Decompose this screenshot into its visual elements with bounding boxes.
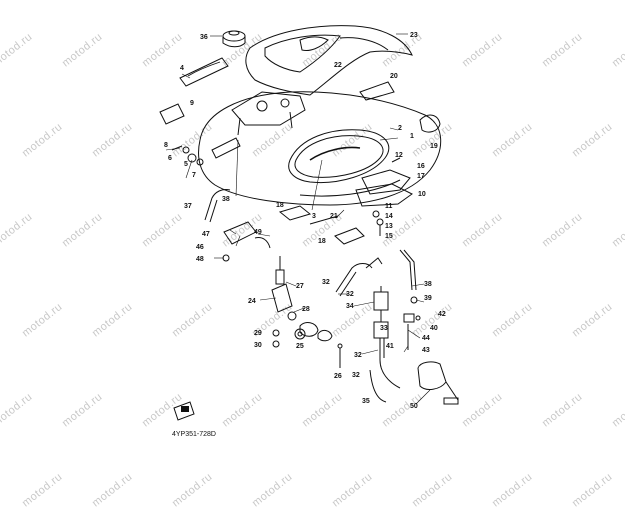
tank-mount-bracket — [231, 91, 306, 136]
callout-38-top: 38 — [222, 196, 230, 203]
callout-35: 35 — [362, 398, 370, 405]
callout-13: 13 — [385, 223, 393, 230]
tank-cover — [245, 25, 413, 96]
watermark-text: motod.ru — [170, 470, 215, 509]
callout-32-a: 32 — [322, 279, 330, 286]
fuel-hose-and-filter — [335, 249, 459, 405]
callout-2: 2 — [398, 125, 402, 132]
callout-44: 44 — [422, 335, 430, 342]
callout-18-top: 18 — [276, 202, 284, 209]
callout-4: 4 — [180, 65, 184, 72]
callout-21: 21 — [330, 213, 338, 220]
tank-badge-plate — [179, 57, 229, 87]
callout-18: 18 — [318, 238, 326, 245]
callout-20: 20 — [390, 73, 398, 80]
callout-5: 5 — [184, 161, 188, 168]
tank-rubber-pads — [278, 205, 365, 245]
callout-17: 17 — [417, 173, 425, 180]
callout-36: 36 — [200, 34, 208, 41]
callout-23: 23 — [410, 32, 418, 39]
callout-37: 37 — [184, 203, 192, 210]
callout-11: 11 — [385, 203, 393, 210]
callout-15: 15 — [385, 233, 393, 240]
callout-47: 47 — [202, 231, 210, 238]
callout-9: 9 — [190, 100, 194, 107]
callout-30: 30 — [254, 342, 262, 349]
watermark-text: motod.ru — [570, 470, 615, 509]
watermark-text: motod.ru — [20, 470, 65, 509]
left-emblem — [159, 103, 241, 166]
callout-42: 42 — [438, 311, 446, 318]
fuel-cock — [271, 256, 319, 337]
callout-40: 40 — [430, 325, 438, 332]
callout-32-b: 32 — [346, 291, 354, 298]
watermark-text: motod.ru — [410, 470, 455, 509]
fuel-cock-bracket — [222, 221, 271, 262]
right-trim — [359, 81, 441, 133]
fuel-cap — [222, 30, 246, 48]
reference-icon — [173, 401, 195, 421]
callout-12: 12 — [395, 152, 403, 159]
callout-46: 46 — [196, 244, 204, 251]
callout-7: 7 — [192, 172, 196, 179]
callout-50: 50 — [410, 403, 418, 410]
callout-6: 6 — [168, 155, 172, 162]
callout-41: 41 — [386, 343, 394, 350]
callout-22: 22 — [334, 62, 342, 69]
callout-1: 1 — [410, 133, 414, 140]
callout-34: 34 — [346, 303, 354, 310]
small-fittings — [272, 328, 343, 368]
callout-38: 38 — [424, 281, 432, 288]
callout-26: 26 — [334, 373, 342, 380]
callout-33: 33 — [380, 325, 388, 332]
callout-8: 8 — [164, 142, 168, 149]
watermark-text: motod.ru — [330, 470, 375, 509]
callout-32-c: 32 — [354, 352, 362, 359]
drawing-code: 4YP351-728D — [172, 431, 216, 438]
watermark-text: motod.ru — [90, 470, 135, 509]
callout-labels: 36 23 4 22 20 9 2 1 19 8 6 5 7 12 16 17 … — [164, 32, 446, 410]
exploded-parts-diagram: 4YP351-728D 36 23 4 22 20 9 2 1 19 8 6 5… — [159, 25, 459, 438]
callout-28: 28 — [302, 306, 310, 313]
watermark-text: motod.ru — [250, 470, 295, 509]
callout-25: 25 — [296, 343, 304, 350]
watermark-text: motod.ru — [490, 470, 535, 509]
callout-3: 3 — [312, 213, 316, 220]
callout-29: 29 — [254, 330, 262, 337]
callout-39: 39 — [424, 295, 432, 302]
callout-32-d: 32 — [352, 372, 360, 379]
callout-27: 27 — [296, 283, 304, 290]
callout-49: 49 — [254, 229, 262, 236]
vent-hose — [204, 189, 231, 223]
leader-lines — [165, 33, 431, 405]
callout-10: 10 — [418, 191, 426, 198]
callout-19: 19 — [430, 143, 438, 150]
callout-14: 14 — [385, 213, 393, 220]
callout-48: 48 — [196, 256, 204, 263]
callout-16: 16 — [417, 163, 425, 170]
callout-43: 43 — [422, 347, 430, 354]
callout-24: 24 — [248, 298, 256, 305]
tank-side-bracket — [355, 157, 413, 236]
